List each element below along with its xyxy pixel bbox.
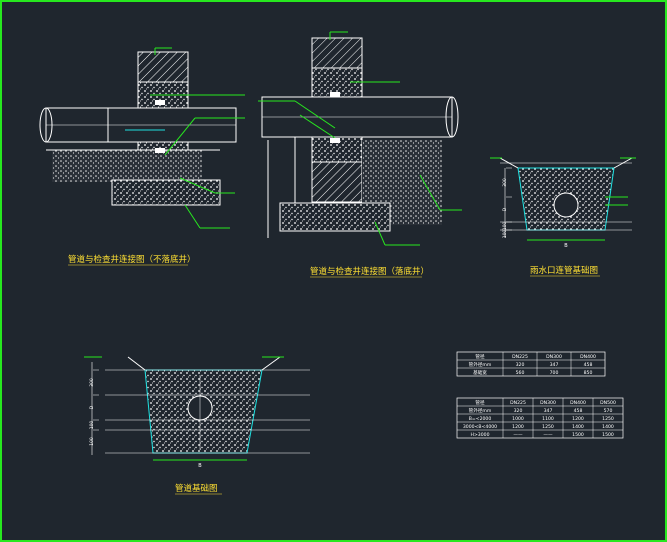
table-cell: DN400 (570, 400, 586, 406)
table-cell: 1250 (542, 424, 554, 430)
table-cell: 850 (584, 370, 593, 376)
table-cell: 1500 (572, 432, 584, 438)
table-cell: DN500 (600, 400, 616, 406)
table-cell: DN300 (546, 354, 562, 360)
table-cell: —— (513, 433, 523, 438)
detail-3-width-label: B (564, 243, 568, 249)
table-cell: 1100 (542, 416, 554, 422)
dimension-label: 100 (502, 230, 508, 239)
table-cell: 320 (516, 362, 525, 368)
detail-4-drawing (84, 356, 310, 461)
dimension-label: 300 (502, 178, 508, 187)
table-cell: 570 (604, 408, 613, 414)
detail-4-width-label: B (198, 463, 202, 469)
detail-3-title: 雨水口连管基础图 (530, 265, 598, 276)
dimension-label: D (502, 207, 508, 211)
table-cell: 1400 (572, 424, 584, 430)
table-cell: —— (543, 433, 553, 438)
table-cell: 管外径mm (469, 361, 492, 368)
table-cell: 560 (516, 370, 525, 376)
table-cell: 1200 (572, 416, 584, 422)
detail-2-title: 管道与检查井连接图（落底井） (310, 266, 429, 277)
table-cell: 1500 (602, 432, 614, 438)
table-cell: DN225 (510, 400, 526, 406)
table-cell: 1000 (512, 416, 524, 422)
table-cell: 管径 (475, 399, 485, 406)
table-cell: 347 (544, 408, 553, 414)
table-cell: 458 (584, 362, 593, 368)
table-cell: DN400 (580, 354, 596, 360)
table-cell: 管径 (475, 353, 485, 360)
dimension-label: 100 (502, 222, 508, 231)
detail-2-drawing (258, 31, 462, 246)
table-cell: DN225 (512, 354, 528, 360)
table-cell: 320 (514, 408, 523, 414)
table-cell: 458 (574, 408, 583, 414)
dimension-label: D (89, 405, 95, 409)
table-cell: 700 (550, 370, 559, 376)
detail-1-drawing (39, 47, 245, 229)
table-cell: H>3000 (471, 432, 490, 438)
table-cell: 1200 (512, 424, 524, 430)
detail-3-drawing (490, 157, 636, 241)
table-cell: 基础宽 (473, 369, 487, 376)
dimension-label: 300 (89, 378, 95, 387)
table-cell: 3000<B<4000 (463, 424, 497, 430)
table-cell: DN300 (540, 400, 556, 406)
dimension-label: 100 (89, 437, 95, 446)
detail-4-title: 管道基础图 (175, 483, 218, 494)
detail-1-title: 管道与检查井连接图（不落底井） (68, 254, 196, 265)
dimension-label: 100 (89, 421, 95, 430)
table-cell: 1400 (602, 424, 614, 430)
table-cell: 管外径mm (469, 407, 492, 414)
table-cell: 1250 (602, 416, 614, 422)
table-cell: 347 (550, 362, 559, 368)
table-cell: B=<2000 (469, 416, 492, 422)
